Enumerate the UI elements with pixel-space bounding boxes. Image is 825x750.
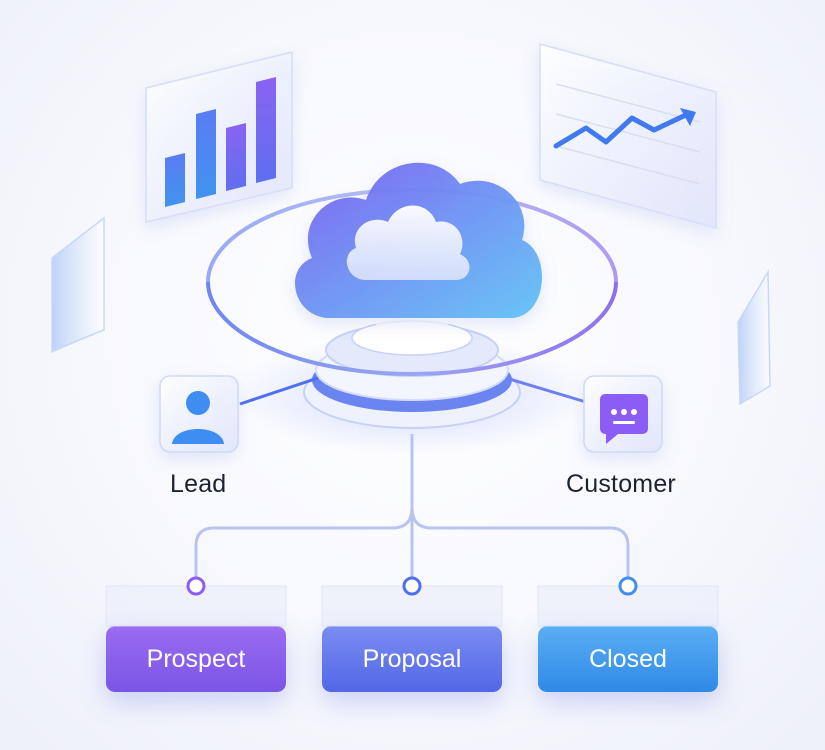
- stage-plate-prospect: [105, 585, 287, 627]
- customer-label: Customer: [566, 470, 676, 498]
- customer-node: [583, 375, 663, 453]
- stage-prospect-button[interactable]: Prospect: [106, 626, 286, 692]
- bar-chart-card: [145, 51, 293, 223]
- lead-node: [159, 375, 239, 453]
- lead-label: Lead: [170, 470, 227, 498]
- line-chart-icon: [553, 108, 696, 149]
- cloud-icon: [294, 162, 543, 318]
- cloud-pedestal: [303, 300, 521, 429]
- stage-proposal-button[interactable]: Proposal: [322, 626, 502, 692]
- glass-panel-right: [737, 269, 771, 406]
- flow-connectors: [194, 434, 630, 586]
- stage-proposal-label: Proposal: [362, 644, 462, 673]
- user-icon: [172, 391, 224, 444]
- chat-bubble-icon: [600, 394, 648, 444]
- bar-chart-icon: [165, 77, 276, 207]
- stage-prospect-label: Prospect: [146, 644, 246, 673]
- line-chart-card: [539, 43, 717, 229]
- stage-closed-label: Closed: [589, 644, 667, 673]
- connector-dot-prospect: [186, 576, 206, 596]
- connector-dot-closed: [618, 576, 638, 596]
- connector-dot-proposal: [402, 576, 422, 596]
- glass-panel-left: [51, 216, 105, 354]
- stage-closed-button[interactable]: Closed: [538, 626, 718, 692]
